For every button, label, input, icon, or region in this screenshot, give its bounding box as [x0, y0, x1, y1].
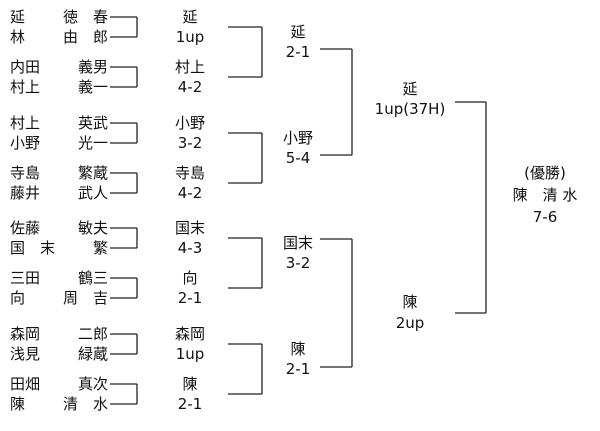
- player-name: 村上 英武: [10, 114, 108, 132]
- round2-score: 2-1: [285, 360, 311, 378]
- player-surname: 藤井: [10, 184, 41, 202]
- semifinal-winner: 陳: [402, 293, 418, 311]
- player-surname: 国 末: [10, 239, 56, 257]
- player-surname: 内田: [10, 58, 41, 76]
- champion-name: 陳 清 水: [512, 186, 578, 204]
- round2-winner: 小野: [282, 129, 313, 147]
- player-given-name: 敏夫: [77, 219, 108, 237]
- round1-score: 2-1: [177, 395, 203, 413]
- round2-score: 2-1: [285, 43, 311, 61]
- player-given-name: 繁: [92, 239, 108, 257]
- player-given-name: 鶴三: [77, 269, 108, 287]
- player-name: 寺島 繁蔵: [10, 164, 108, 182]
- player-surname: 向: [10, 289, 26, 307]
- player-surname: 森岡: [10, 325, 41, 343]
- player-name: 村上 義一: [10, 78, 108, 96]
- player-name: 藤井 武人: [10, 184, 108, 202]
- player-name: 向周 吉: [10, 289, 108, 307]
- round1-score: 4-2: [177, 184, 203, 202]
- player-given-name: 繁蔵: [77, 164, 108, 182]
- round1-score: 1up: [175, 28, 205, 46]
- round1-score: 4-3: [177, 239, 203, 257]
- round2-score: 3-2: [285, 254, 311, 272]
- player-surname: 村上: [10, 114, 41, 132]
- final-score: 7-6: [532, 208, 558, 226]
- player-surname: 田畑: [10, 375, 41, 393]
- player-surname: 村上: [10, 78, 41, 96]
- player-surname: 陳: [10, 395, 26, 413]
- round2-winner: 国末: [282, 234, 313, 252]
- round1-winner: 国末: [174, 219, 205, 237]
- round1-winner: 向: [182, 269, 198, 287]
- player-surname: 三田: [10, 269, 41, 287]
- player-name: 陳清 水: [10, 395, 108, 413]
- round1-score: 1up: [175, 345, 205, 363]
- player-surname: 浅見: [10, 345, 41, 363]
- round1-winner: 寺島: [174, 164, 205, 182]
- player-given-name: 二郎: [77, 325, 108, 343]
- semifinal-score: 2up: [395, 314, 425, 332]
- round1-score: 4-2: [177, 78, 203, 96]
- player-surname: 延: [10, 8, 26, 26]
- round2-winner: 陳: [290, 340, 306, 358]
- player-given-name: 緑蔵: [77, 345, 108, 363]
- player-name: 小野 光一: [10, 134, 108, 152]
- player-name: 内田 義男: [10, 58, 108, 76]
- player-surname: 寺島: [10, 164, 41, 182]
- round1-winner: 村上: [174, 58, 205, 76]
- round2-winner: 延: [290, 23, 306, 41]
- player-name: 森岡 二郎: [10, 325, 108, 343]
- semifinal-winner: 延: [402, 80, 418, 98]
- player-given-name: 徳 春: [62, 8, 108, 26]
- player-given-name: 由 郎: [62, 28, 108, 46]
- round1-winner: 延: [182, 8, 198, 26]
- player-name: 林由 郎: [10, 28, 108, 46]
- player-given-name: 英武: [77, 114, 108, 132]
- player-name: 延徳 春: [10, 8, 108, 26]
- player-given-name: 光一: [77, 134, 108, 152]
- player-given-name: 清 水: [62, 395, 108, 413]
- round1-winner: 小野: [174, 114, 205, 132]
- player-surname: 佐藤: [10, 219, 41, 237]
- player-name: 浅見 緑蔵: [10, 345, 108, 363]
- round1-winner: 陳: [182, 375, 198, 393]
- player-given-name: 周 吉: [62, 289, 108, 307]
- player-given-name: 武人: [77, 184, 108, 202]
- player-name: 田畑 真次: [10, 375, 108, 393]
- player-name: 国 末繁: [10, 239, 108, 257]
- player-name: 佐藤 敏夫: [10, 219, 108, 237]
- champion-label: (優勝): [524, 164, 566, 182]
- player-given-name: 真次: [77, 375, 108, 393]
- round1-winner: 森岡: [174, 325, 205, 343]
- round1-score: 2-1: [177, 289, 203, 307]
- round2-score: 5-4: [285, 149, 311, 167]
- player-given-name: 義男: [77, 58, 108, 76]
- semifinal-score: 1up(37H): [374, 100, 446, 118]
- player-given-name: 義一: [77, 78, 108, 96]
- player-surname: 林: [10, 28, 26, 46]
- player-name: 三田 鶴三: [10, 269, 108, 287]
- player-surname: 小野: [10, 134, 41, 152]
- round1-score: 3-2: [177, 134, 203, 152]
